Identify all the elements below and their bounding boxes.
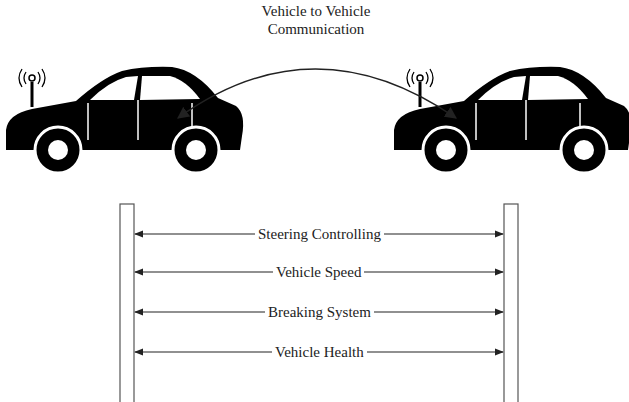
arrow-label: Breaking System [265, 303, 374, 321]
right-bar [504, 204, 518, 402]
arc-label: Vehicle to Vehicle Communication [231, 2, 401, 38]
communication-arc [178, 69, 456, 118]
left-bar [120, 204, 134, 402]
arrow-label: Steering Controlling [255, 225, 384, 243]
car-right [394, 67, 629, 173]
car-left [6, 67, 243, 173]
arrow-label: Vehicle Health [272, 343, 367, 361]
arrow-label: Vehicle Speed [273, 263, 364, 281]
